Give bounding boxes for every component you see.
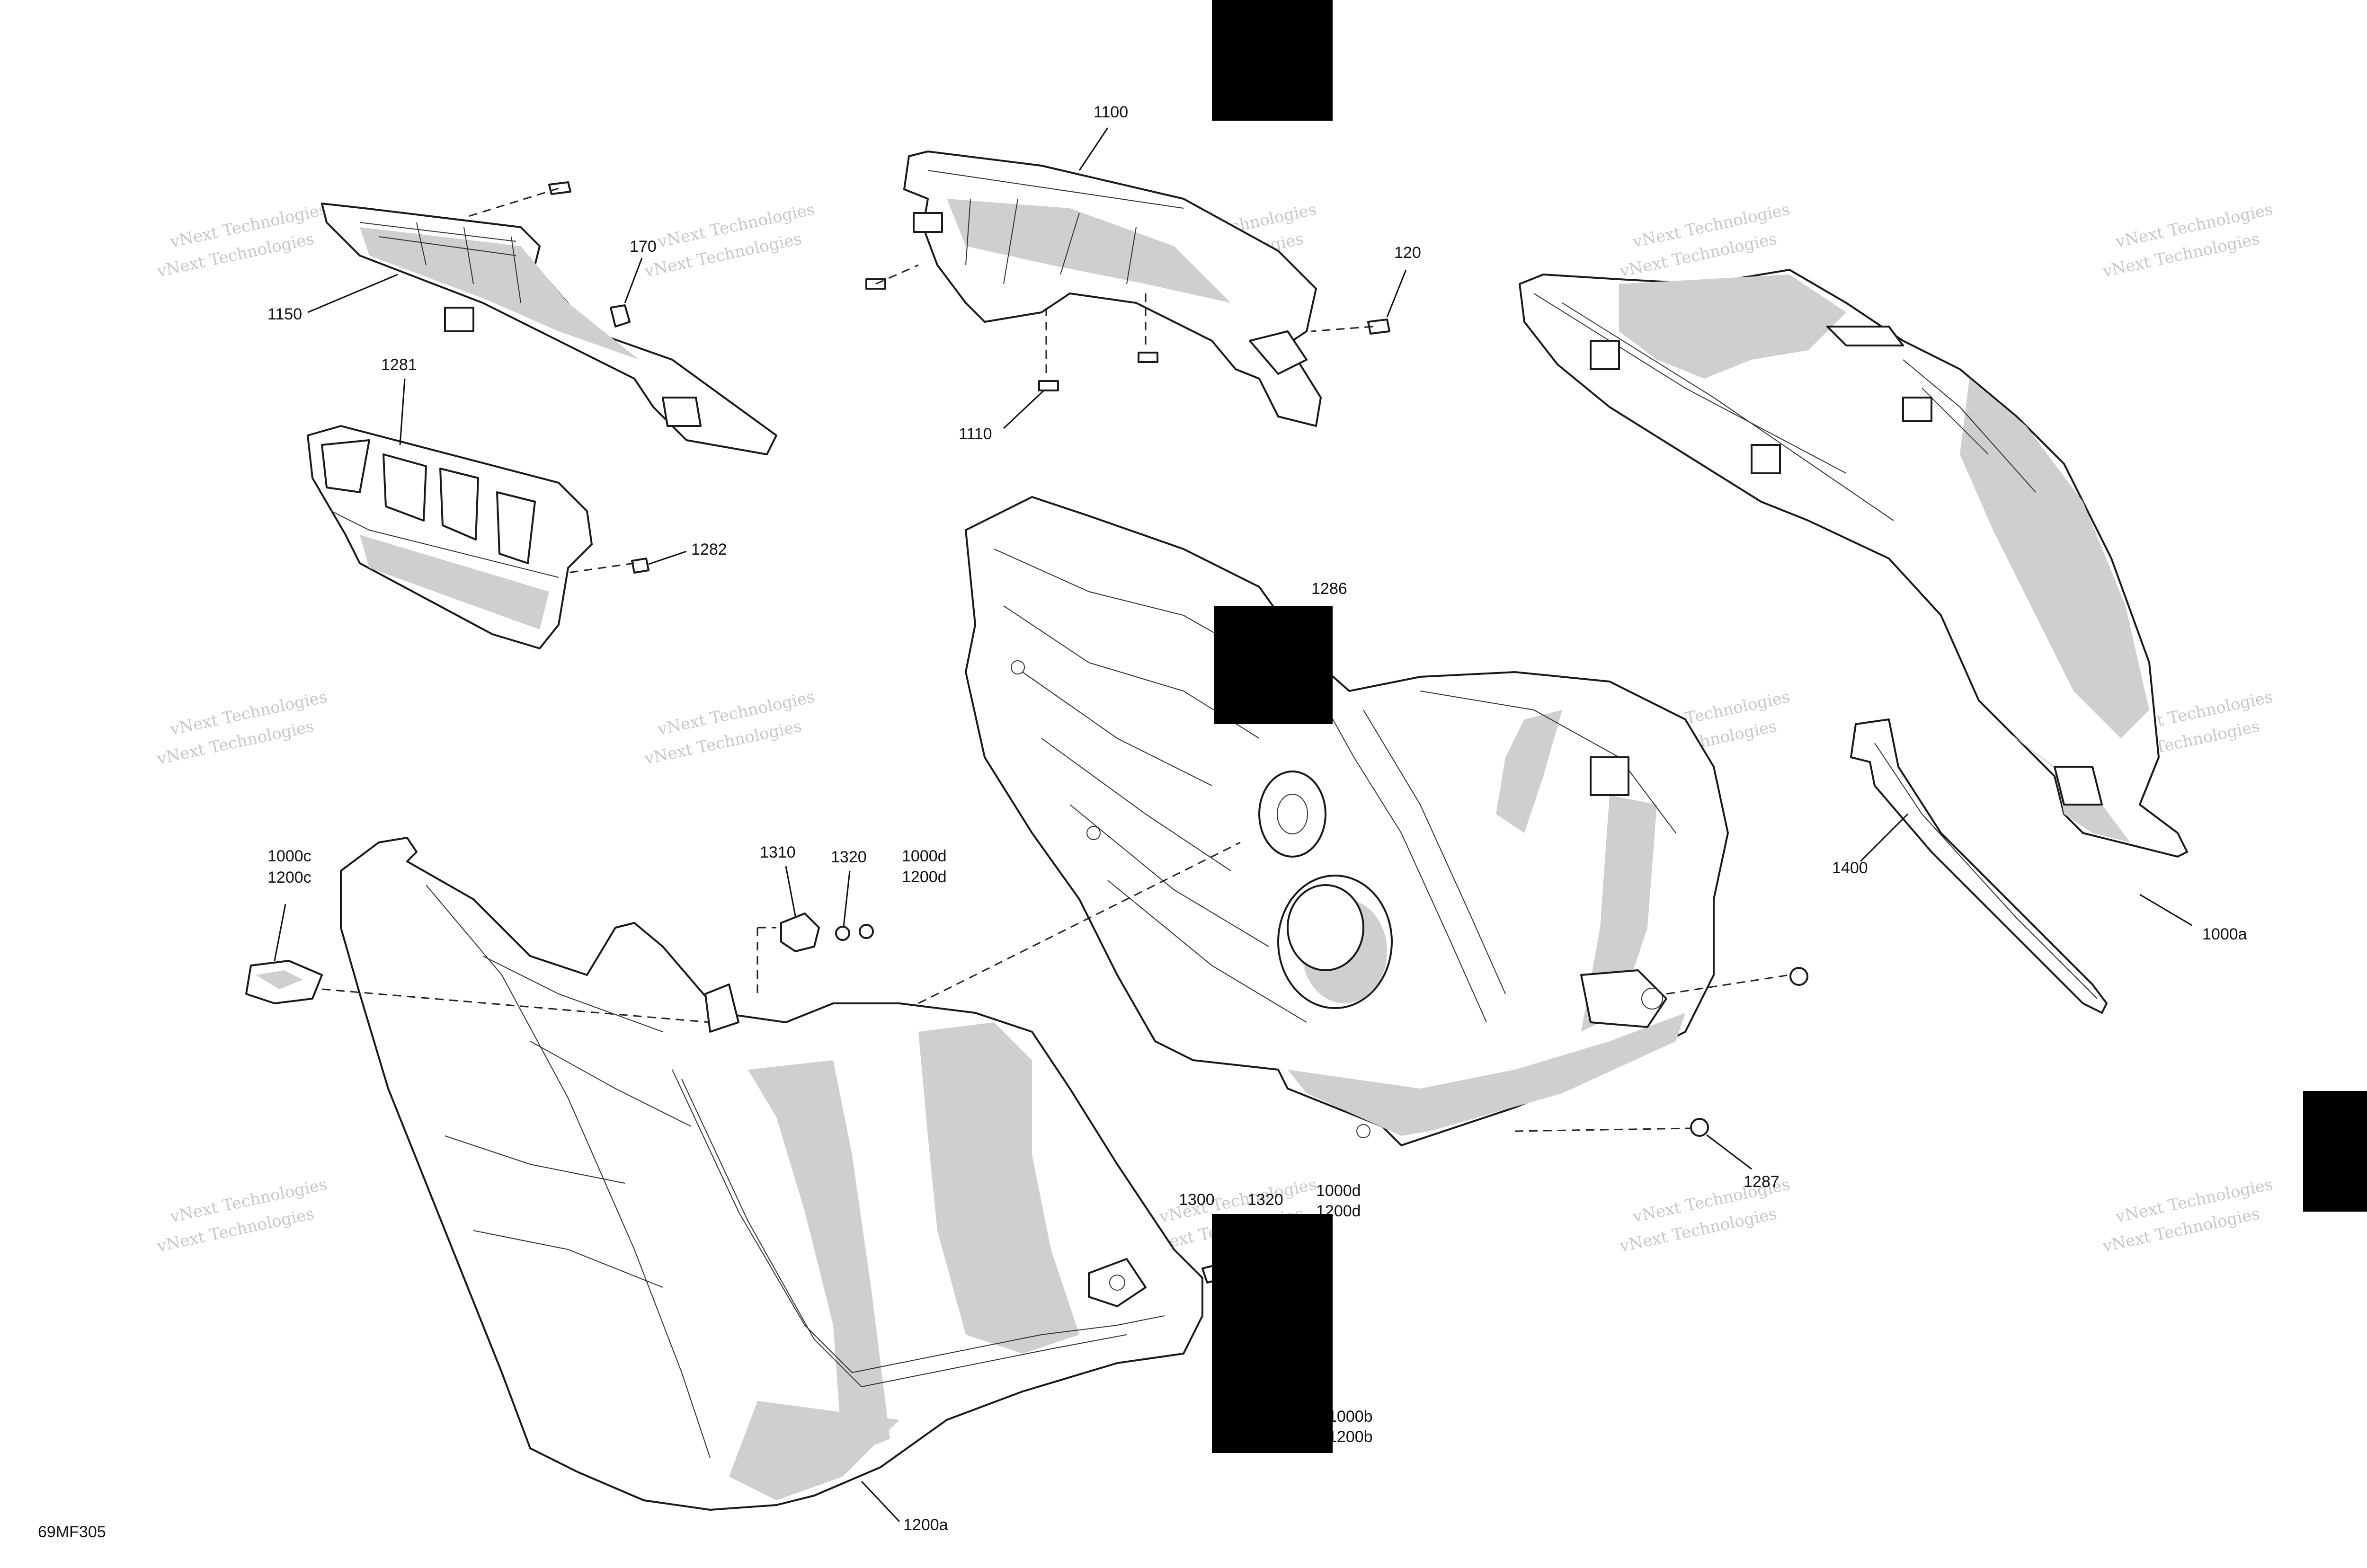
callout-1282: 1282 <box>691 540 727 558</box>
part-120-screw <box>1367 319 1390 335</box>
callout-1000b: 1000b <box>1328 1408 1373 1426</box>
part-1150-bracket <box>321 203 777 455</box>
callout-1320: 1320 <box>1247 1191 1283 1209</box>
callout-1000d: 1000d <box>902 847 947 865</box>
callout-1000a: 1000a <box>2202 925 2247 943</box>
callout-1400: 1400 <box>1832 859 1868 877</box>
part-1282-clip <box>631 558 650 574</box>
diagram-code: 69MF305 <box>38 1523 106 1541</box>
leader-lines <box>274 127 2192 1523</box>
part-1310-grommet <box>780 912 820 952</box>
callout-1200c: 1200c <box>267 868 311 886</box>
watermark: vNext Technologies vNext Technologies <box>155 1175 329 1256</box>
callout-1150: 1150 <box>267 305 302 323</box>
callout-1110: 1110 <box>959 425 992 443</box>
callout-1320: 1320 <box>831 848 867 866</box>
callout-120: 120 <box>1394 244 1421 262</box>
callout-1286: 1286 <box>1311 580 1347 598</box>
callout-1300: 1300 <box>1179 1191 1215 1209</box>
part-1320-washer <box>835 926 850 941</box>
watermark: vNext Technologies vNext Technologies <box>155 687 329 769</box>
part-1286-housing <box>965 496 1729 1146</box>
part-1100-bracket <box>903 151 1322 427</box>
callout-labels: 1100 120 170 1150 1110 1281 1282 1286 10… <box>38 103 2247 1541</box>
callout-170: 170 <box>630 238 657 256</box>
redaction-block <box>2303 1091 2367 1212</box>
callout-1200d: 1200d <box>902 868 947 886</box>
callout-1200a: 1200a <box>903 1516 948 1534</box>
part-1110-screw <box>1038 380 1059 391</box>
watermark: vNext Technologies vNext Technologies <box>2100 200 2274 281</box>
part-1281-vent <box>307 425 593 649</box>
part-screw <box>548 181 571 195</box>
redaction-block <box>1212 1214 1333 1453</box>
part-1400-strip <box>1850 718 2108 1014</box>
fasteners <box>245 181 1808 1284</box>
redaction-block <box>1214 606 1333 724</box>
redaction-blocks <box>1212 0 2367 1453</box>
part-170-clip <box>610 304 631 328</box>
callout-1100: 1100 <box>1094 103 1128 121</box>
part-1000d-nut <box>859 924 874 939</box>
callout-1281: 1281 <box>381 356 417 374</box>
assembly-lines <box>321 187 1790 1132</box>
part-1286-nut <box>1789 967 1808 986</box>
part-1200a-fairing <box>340 837 1203 1511</box>
callout-1000d: 1000d <box>1316 1182 1361 1200</box>
part-1287-nut <box>1690 1118 1709 1137</box>
redaction-block <box>1212 0 1333 121</box>
part-screw <box>1138 352 1158 363</box>
callout-1200b: 1200b <box>1328 1428 1373 1446</box>
watermark: vNext Technologies vNext Technologies <box>1618 200 1791 281</box>
callout-1287: 1287 <box>1744 1173 1780 1191</box>
callout-1310: 1310 <box>760 843 796 861</box>
watermark: vNext Technologies vNext Technologies <box>642 200 816 281</box>
part-1000a-panel <box>1519 269 2188 858</box>
watermark: vNext Technologies vNext Technologies <box>642 687 816 769</box>
watermark: vNext Technologies vNext Technologies <box>155 200 329 281</box>
watermark: vNext Technologies vNext Technologies <box>2100 1175 2274 1256</box>
callout-1000c: 1000c <box>267 847 311 865</box>
